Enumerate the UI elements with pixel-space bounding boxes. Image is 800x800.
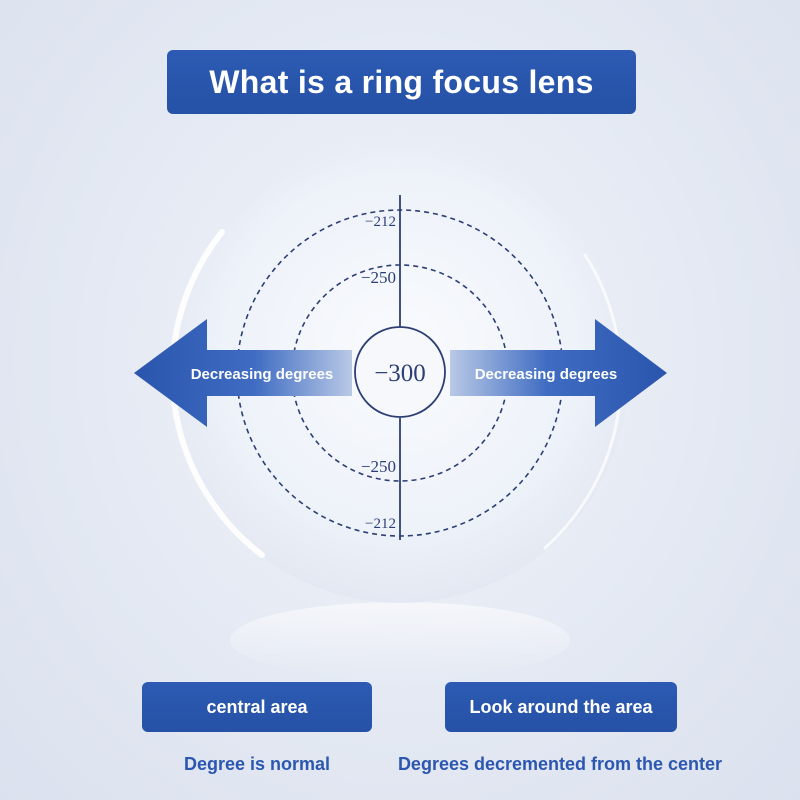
outer-ring-label-bottom: −212 — [365, 516, 396, 532]
lens-reflection — [230, 602, 570, 678]
central-area-caption: Degree is normal — [183, 754, 331, 774]
inner-ring-label-top: −250 — [361, 268, 396, 287]
center-value: −300 — [374, 360, 426, 387]
right-arrow — [450, 319, 667, 427]
inner-ring-label-bottom: −250 — [361, 457, 396, 476]
title-banner: What is a ring focus lens — [167, 50, 636, 114]
central-area-circle — [354, 326, 446, 418]
right-arrow-label: Decreasing degrees — [475, 366, 618, 383]
around-area-caption: Degrees decremented from the center — [397, 754, 723, 774]
around-area-text: Look around the area — [469, 696, 653, 717]
page-title: What is a ring focus lens — [209, 63, 594, 100]
outer-ring-label-top: −212 — [365, 214, 396, 230]
left-arrow-label: Decreasing degrees — [191, 366, 334, 383]
left-arrow — [134, 319, 352, 427]
central-area-label: central area — [142, 682, 372, 732]
around-area-label: Look around the area — [445, 682, 677, 732]
central-area-text: central area — [206, 696, 308, 717]
